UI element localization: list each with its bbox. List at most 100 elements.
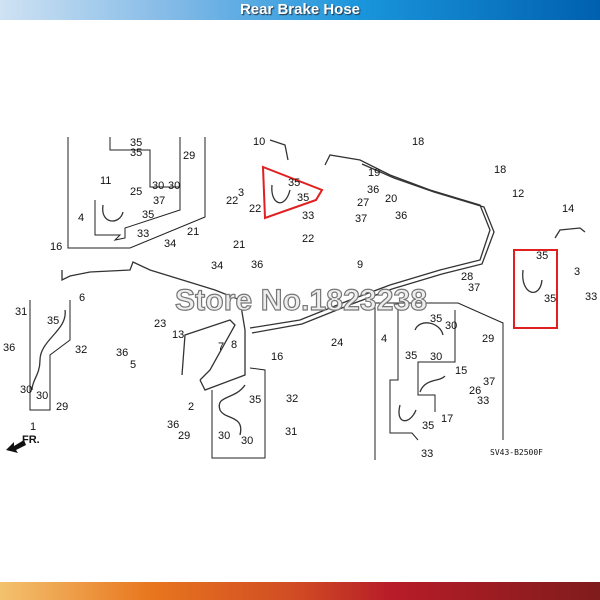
hose-4-frame — [94, 187, 181, 241]
highlight-hose-3-right — [513, 249, 558, 329]
callout-7: 7 — [218, 341, 224, 353]
callout-33: 33 — [477, 395, 489, 407]
brake-line-9 — [249, 154, 491, 329]
hose-upper-right — [414, 322, 444, 336]
right-lower-frame-2 — [375, 302, 504, 440]
callout-29: 29 — [183, 150, 195, 162]
hose-4-left — [102, 204, 124, 222]
callout-5: 5 — [130, 359, 136, 371]
callout-10: 10 — [253, 136, 265, 148]
callout-33: 33 — [137, 228, 149, 240]
group-frames — [29, 137, 504, 460]
callout-35: 35 — [288, 177, 300, 189]
highlight-hose-3-left — [261, 165, 324, 220]
callout-1: 1 — [30, 421, 36, 433]
callout-35: 35 — [130, 137, 142, 149]
callout-17: 17 — [441, 413, 453, 425]
callout-37: 37 — [153, 195, 165, 207]
callout-22: 22 — [302, 233, 314, 245]
callout-35: 35 — [544, 293, 556, 305]
brake-line-6 — [61, 261, 246, 391]
callout-24: 24 — [331, 337, 343, 349]
callout-23: 23 — [154, 318, 166, 330]
callout-20: 20 — [385, 193, 397, 205]
callout-35: 35 — [297, 192, 309, 204]
callout-16: 16 — [271, 351, 283, 363]
callout-33: 33 — [302, 210, 314, 222]
callout-2: 2 — [188, 401, 194, 413]
callout-36: 36 — [167, 419, 179, 431]
hose-3-left — [271, 184, 291, 204]
callout-36: 36 — [367, 184, 379, 196]
callout-30: 30 — [20, 384, 32, 396]
callout-6: 6 — [79, 292, 85, 304]
diagram-code: SV43-B2500F — [490, 448, 543, 457]
sub-frame-right-2 — [417, 310, 456, 412]
callout-11: 11 — [100, 175, 111, 187]
callout-30: 30 — [152, 180, 164, 192]
callout-21: 21 — [187, 226, 199, 238]
hose-2 — [218, 384, 246, 436]
group-1-frame — [29, 300, 71, 411]
callout-4: 4 — [78, 212, 84, 224]
callout-31: 31 — [15, 306, 27, 318]
callout-31: 31 — [285, 426, 297, 438]
highlighted-hoses — [261, 165, 558, 329]
front-direction-label: FR. — [22, 434, 40, 446]
brake-line-13 — [181, 319, 236, 381]
callout-36: 36 — [3, 342, 15, 354]
callout-29: 29 — [56, 401, 68, 413]
callout-30: 30 — [241, 435, 253, 447]
callout-37: 37 — [483, 376, 495, 388]
title-banner: Rear Brake Hose — [0, 0, 600, 20]
callout-35: 35 — [430, 313, 442, 325]
hose-3-right — [522, 269, 543, 293]
sub-frame-right — [389, 307, 419, 441]
callout-27: 27 — [357, 197, 369, 209]
callout-30: 30 — [445, 320, 457, 332]
front-arrow-icon — [6, 440, 26, 453]
callout-30: 30 — [36, 390, 48, 402]
callout-18: 18 — [494, 164, 506, 176]
store-watermark: Store No.1823238 — [175, 284, 427, 317]
brake-line-14 — [554, 227, 586, 239]
hose-1 — [31, 309, 66, 391]
callout-30: 30 — [218, 430, 230, 442]
callout-12: 12 — [512, 188, 524, 200]
callout-22: 22 — [226, 195, 238, 207]
callout-3: 3 — [238, 187, 244, 199]
callout-35: 35 — [130, 147, 142, 159]
callout-28: 28 — [461, 271, 473, 283]
callout-37: 37 — [468, 282, 480, 294]
sub-frame — [109, 137, 181, 188]
callout-3: 3 — [574, 266, 580, 278]
hose-15 — [419, 375, 446, 393]
callout-35: 35 — [422, 420, 434, 432]
callout-30: 30 — [168, 180, 180, 192]
callout-35: 35 — [47, 315, 59, 327]
callout-30: 30 — [430, 351, 442, 363]
callout-22: 22 — [249, 203, 261, 215]
footer-bar — [0, 582, 600, 600]
callout-32: 32 — [286, 393, 298, 405]
callout-26: 26 — [469, 385, 481, 397]
callout-35: 35 — [142, 209, 154, 221]
callout-25: 25 — [130, 186, 142, 198]
brake-line-9b — [251, 163, 495, 334]
callout-35: 35 — [405, 350, 417, 362]
callout-32: 32 — [75, 344, 87, 356]
callout-15: 15 — [455, 365, 467, 377]
callout-13: 13 — [172, 329, 184, 341]
callout-36: 36 — [251, 259, 263, 271]
callout-21: 21 — [233, 239, 245, 251]
callout-19: 19 — [368, 167, 380, 179]
callout-33: 33 — [421, 448, 433, 460]
callout-35: 35 — [249, 394, 261, 406]
callout-29: 29 — [482, 333, 494, 345]
brake-line-10 — [269, 139, 289, 161]
callout-29: 29 — [178, 430, 190, 442]
callout-9: 9 — [357, 259, 363, 271]
callout-8: 8 — [231, 339, 237, 351]
callout-34: 34 — [164, 238, 176, 250]
